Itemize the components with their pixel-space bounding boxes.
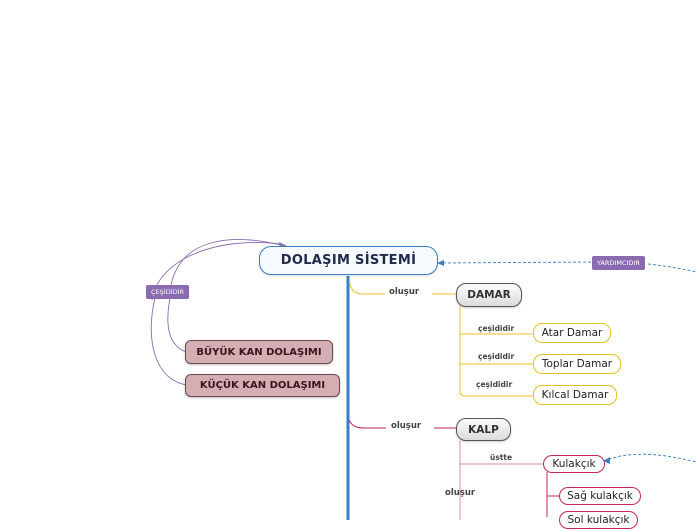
node-damar[interactable]: DAMAR bbox=[456, 283, 522, 307]
link-label-atar: çeşididir bbox=[478, 324, 515, 333]
link-label-ustte: üstte bbox=[490, 453, 513, 462]
node-sol-kulakcik[interactable]: Sol kulakçık bbox=[559, 511, 638, 529]
link-label-toplar: çeşididir bbox=[478, 352, 515, 361]
node-buyuk-kan-dolasimi[interactable]: BÜYÜK KAN DOLAŞIMI bbox=[185, 340, 333, 364]
node-toplar-damar[interactable]: Toplar Damar bbox=[533, 354, 621, 374]
root-topic[interactable]: DOLAŞIM SİSTEMİ bbox=[259, 246, 438, 275]
node-kalp[interactable]: KALP bbox=[456, 418, 511, 441]
link-label-damar: oluşur bbox=[389, 287, 420, 297]
node-kulakcik[interactable]: Kulakçık bbox=[543, 455, 605, 473]
relation-tag-yardimcidir[interactable]: YARDIMCIDIR bbox=[592, 256, 645, 270]
link-label-kilcal: çeşididir bbox=[476, 380, 513, 389]
node-sag-kulakcik[interactable]: Sağ kulakçık bbox=[559, 487, 641, 505]
link-label-olusur-kalp: oluşur bbox=[445, 488, 476, 498]
node-kucuk-kan-dolasimi[interactable]: KÜÇÜK KAN DOLAŞIMI bbox=[185, 374, 340, 397]
relation-tag-cesididir[interactable]: ÇEŞİDİDİR bbox=[146, 285, 190, 299]
node-kilcal-damar[interactable]: Kılcal Damar bbox=[533, 385, 617, 405]
node-atar-damar[interactable]: Atar Damar bbox=[533, 323, 611, 343]
link-label-kalp: oluşur bbox=[391, 421, 422, 431]
